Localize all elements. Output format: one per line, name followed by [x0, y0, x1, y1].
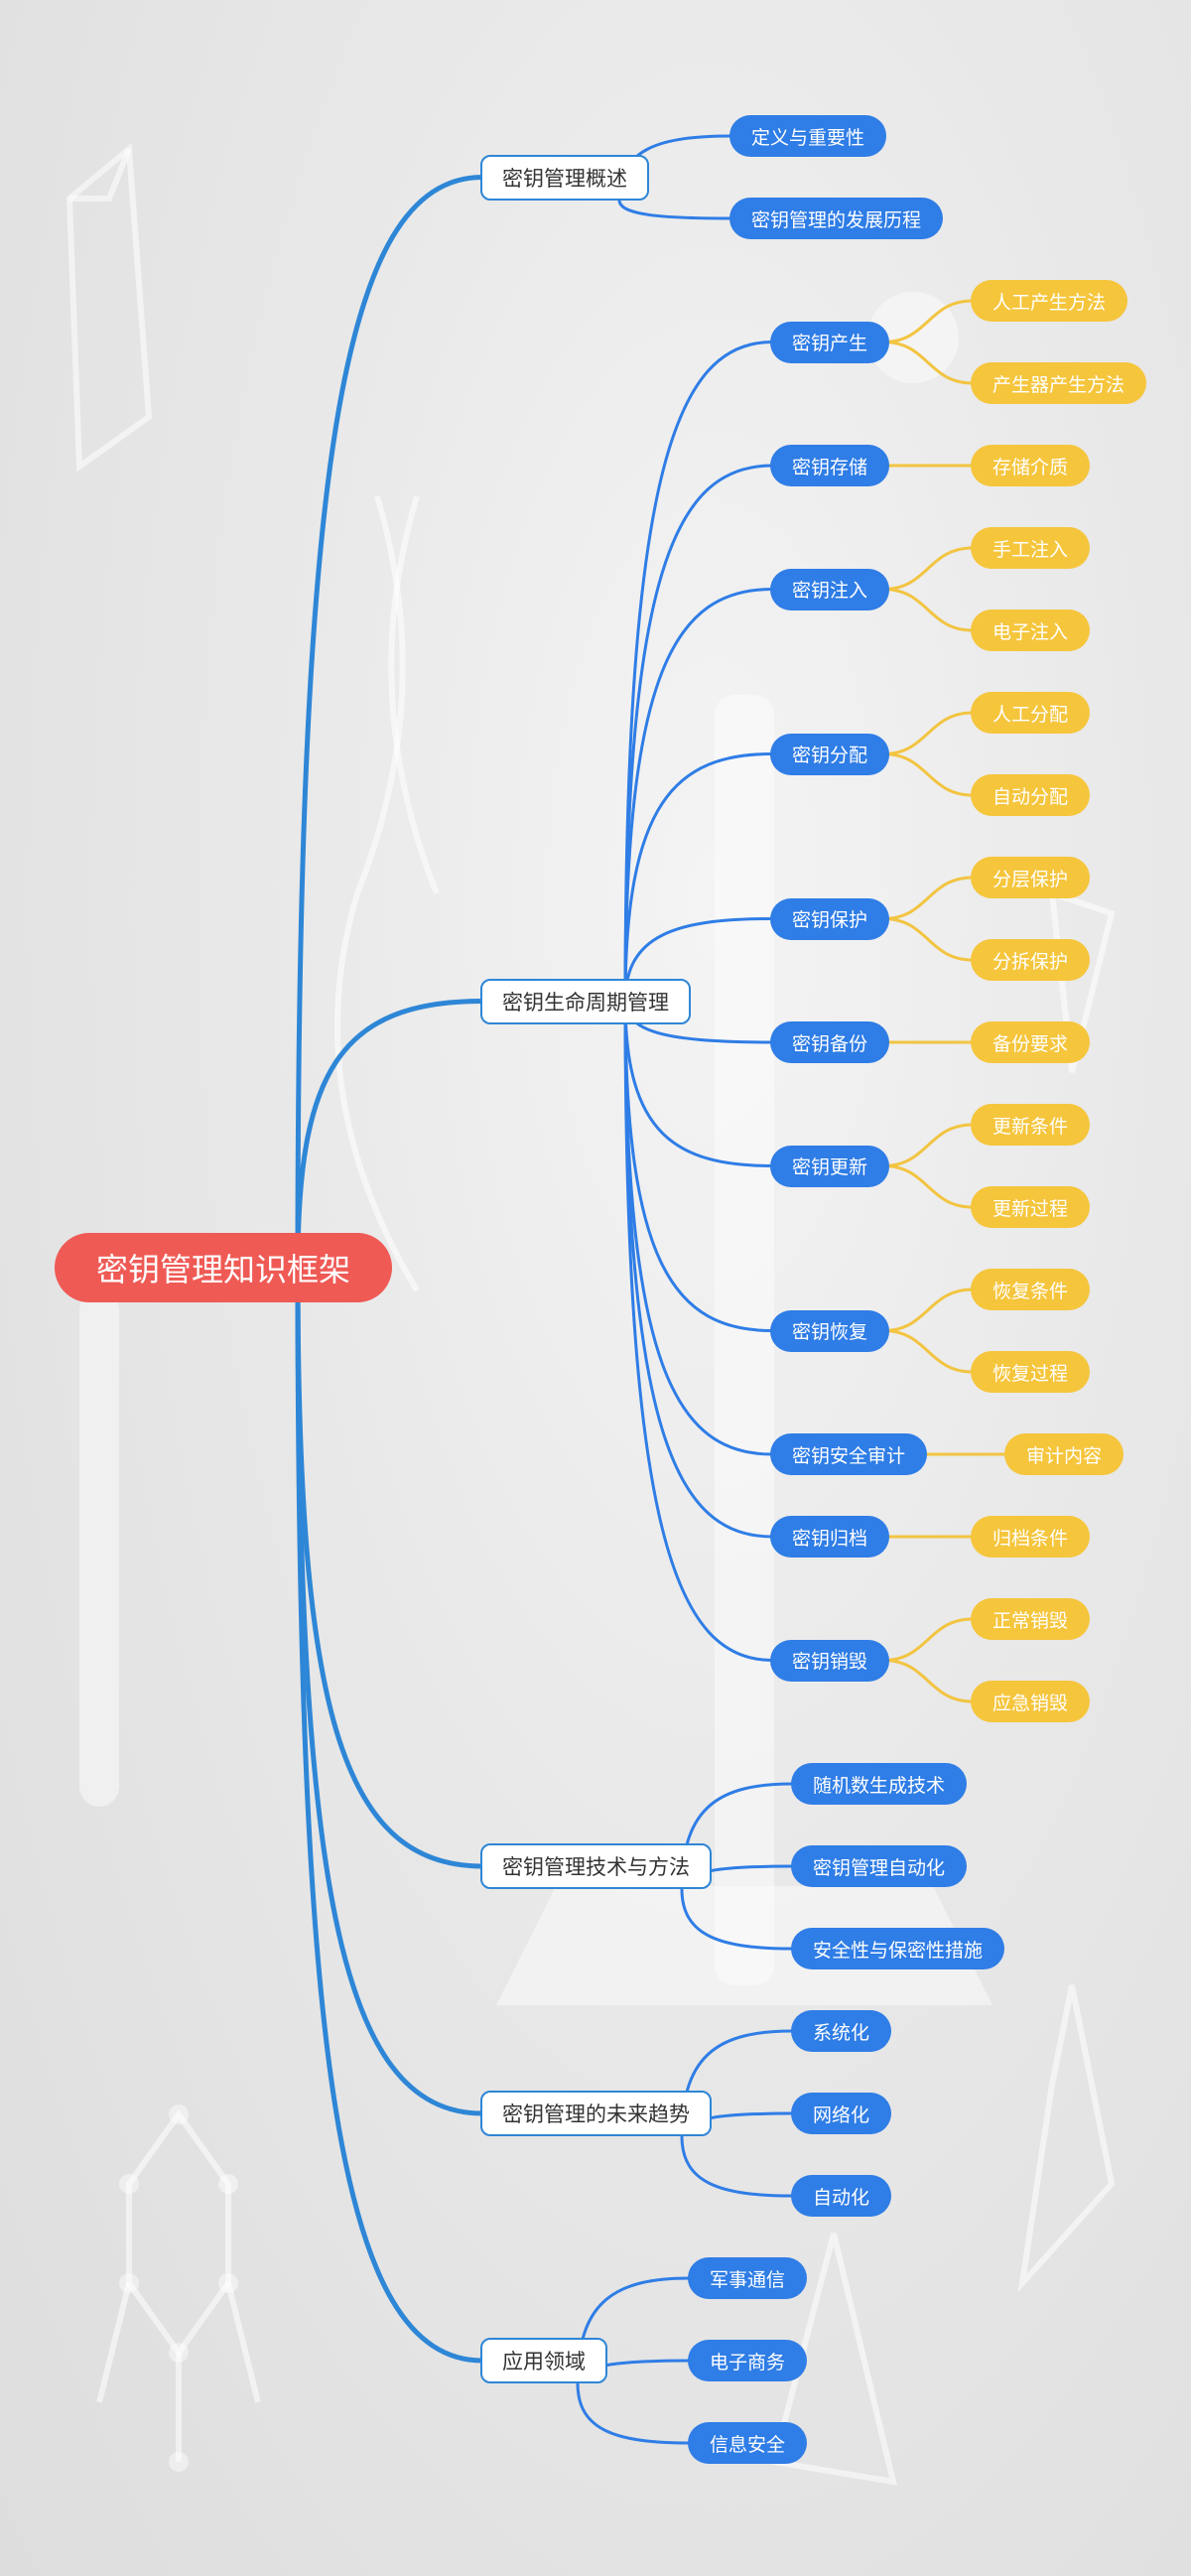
subtopic-密钥恢复[interactable]: 密钥恢复: [770, 1309, 890, 1352]
topic-应用领域[interactable]: 应用领域: [480, 2338, 607, 2383]
link-subtopic-to-leaf: [881, 1164, 975, 1209]
link-subtopic-to-leaf: [881, 340, 975, 385]
leaf-存储介质[interactable]: 存储介质: [971, 445, 1091, 486]
bg-atom: [119, 2273, 139, 2293]
link-topic-to-subtopic: [623, 340, 774, 1003]
link-root-to-topic: [295, 999, 485, 1271]
subtopic-网络化[interactable]: 网络化: [791, 2093, 892, 2134]
subtopic-密钥注入[interactable]: 密钥注入: [770, 568, 890, 610]
leaf-更新条件[interactable]: 更新条件: [971, 1104, 1091, 1146]
leaf-分拆保护[interactable]: 分拆保护: [971, 939, 1091, 981]
bg-cube-shape: [66, 142, 153, 473]
link-root-to-topic: [295, 1265, 485, 2364]
leaf-应急销毁[interactable]: 应急销毁: [971, 1681, 1091, 1722]
link-subtopic-to-leaf: [881, 1659, 975, 1703]
bg-dna-curve-2: [388, 495, 440, 895]
subtopic-密钥产生[interactable]: 密钥产生: [770, 321, 890, 363]
leaf-恢复过程[interactable]: 恢复过程: [971, 1351, 1091, 1393]
bg-crystal-shape: [1017, 1984, 1116, 2293]
link-subtopic-to-leaf: [881, 588, 975, 632]
bg-triangle-shape: [770, 2233, 897, 2486]
subtopic-密钥存储[interactable]: 密钥存储: [770, 445, 890, 486]
leaf-手工注入[interactable]: 手工注入: [971, 527, 1091, 569]
bg-atom: [119, 2174, 139, 2194]
bg-flask-neck: [715, 695, 774, 1985]
link-subtopic-to-leaf: [881, 1617, 975, 1662]
leaf-正常销毁[interactable]: 正常销毁: [971, 1598, 1091, 1640]
link-topic-to-subtopic: [576, 2381, 692, 2445]
subtopic-密钥分配[interactable]: 密钥分配: [770, 733, 890, 775]
link-topic-to-subtopic: [617, 199, 733, 220]
link-topic-to-subtopic: [623, 1000, 774, 1167]
leaf-人工产生方法[interactable]: 人工产生方法: [971, 280, 1128, 322]
link-topic-to-subtopic: [680, 2134, 795, 2198]
link-subtopic-to-leaf: [881, 546, 975, 591]
bg-dna-curve: [334, 495, 420, 1292]
subtopic-密钥备份[interactable]: 密钥备份: [770, 1021, 890, 1063]
bg-atom: [169, 2343, 189, 2363]
link-root-to-topic: [295, 1265, 485, 1869]
leaf-自动分配[interactable]: 自动分配: [971, 774, 1091, 816]
link-subtopic-to-leaf: [881, 1123, 975, 1167]
subtopic-定义与重要性[interactable]: 定义与重要性: [729, 115, 887, 157]
leaf-备份要求[interactable]: 备份要求: [971, 1021, 1091, 1063]
link-topic-to-subtopic: [623, 464, 774, 1003]
topic-密钥管理的未来趋势[interactable]: 密钥管理的未来趋势: [480, 2091, 712, 2136]
link-subtopic-to-leaf: [881, 711, 975, 755]
subtopic-安全性与保密性措施[interactable]: 安全性与保密性措施: [791, 1928, 1005, 1969]
leaf-审计内容[interactable]: 审计内容: [1004, 1433, 1125, 1475]
subtopic-信息安全[interactable]: 信息安全: [688, 2422, 808, 2464]
link-topic-to-subtopic: [623, 588, 774, 1003]
topic-密钥管理技术与方法[interactable]: 密钥管理技术与方法: [480, 1843, 712, 1889]
subtopic-密钥管理的发展历程[interactable]: 密钥管理的发展历程: [729, 198, 944, 239]
link-subtopic-to-leaf: [881, 1329, 975, 1374]
leaf-更新过程[interactable]: 更新过程: [971, 1186, 1091, 1228]
subtopic-密钥保护[interactable]: 密钥保护: [770, 897, 890, 940]
leaf-归档条件[interactable]: 归档条件: [971, 1516, 1091, 1558]
subtopic-密钥更新[interactable]: 密钥更新: [770, 1145, 890, 1187]
bg-atom: [169, 2104, 189, 2124]
subtopic-密钥销毁[interactable]: 密钥销毁: [770, 1639, 890, 1682]
leaf-电子注入[interactable]: 电子注入: [971, 610, 1091, 651]
bg-prism-shape: [1048, 888, 1116, 1073]
root-topic[interactable]: 密钥管理知识框架: [55, 1233, 393, 1302]
leaf-人工分配[interactable]: 人工分配: [971, 692, 1091, 734]
subtopic-随机数生成技术[interactable]: 随机数生成技术: [791, 1763, 968, 1805]
subtopic-系统化[interactable]: 系统化: [791, 2010, 892, 2052]
link-topic-to-subtopic: [623, 1000, 774, 1662]
bg-microscope-arm: [79, 1290, 119, 1807]
bg-atom: [218, 2174, 238, 2194]
link-subtopic-to-leaf: [881, 876, 975, 920]
subtopic-军事通信[interactable]: 军事通信: [688, 2257, 808, 2299]
subtopic-电子商务[interactable]: 电子商务: [688, 2340, 808, 2381]
leaf-产生器产生方法[interactable]: 产生器产生方法: [971, 362, 1147, 404]
link-topic-to-subtopic: [623, 752, 774, 1003]
bg-atom: [169, 2452, 189, 2472]
bg-atom: [218, 2273, 238, 2293]
topic-密钥生命周期管理[interactable]: 密钥生命周期管理: [480, 978, 691, 1024]
leaf-恢复条件[interactable]: 恢复条件: [971, 1269, 1091, 1310]
link-root-to-topic: [295, 175, 485, 1271]
link-subtopic-to-leaf: [881, 917, 975, 962]
link-topic-to-subtopic: [680, 1887, 795, 1951]
link-subtopic-to-leaf: [881, 299, 975, 343]
subtopic-密钥管理自动化[interactable]: 密钥管理自动化: [791, 1845, 968, 1887]
subtopic-自动化[interactable]: 自动化: [791, 2175, 892, 2217]
topic-密钥管理概述[interactable]: 密钥管理概述: [480, 154, 649, 201]
bg-cube-edge: [69, 147, 132, 202]
link-subtopic-to-leaf: [881, 1288, 975, 1332]
subtopic-密钥归档[interactable]: 密钥归档: [770, 1516, 890, 1558]
bg-molecule-bonds: [96, 2282, 261, 2462]
leaf-分层保护[interactable]: 分层保护: [971, 857, 1091, 898]
subtopic-密钥安全审计[interactable]: 密钥安全审计: [770, 1433, 928, 1475]
link-subtopic-to-leaf: [881, 752, 975, 797]
